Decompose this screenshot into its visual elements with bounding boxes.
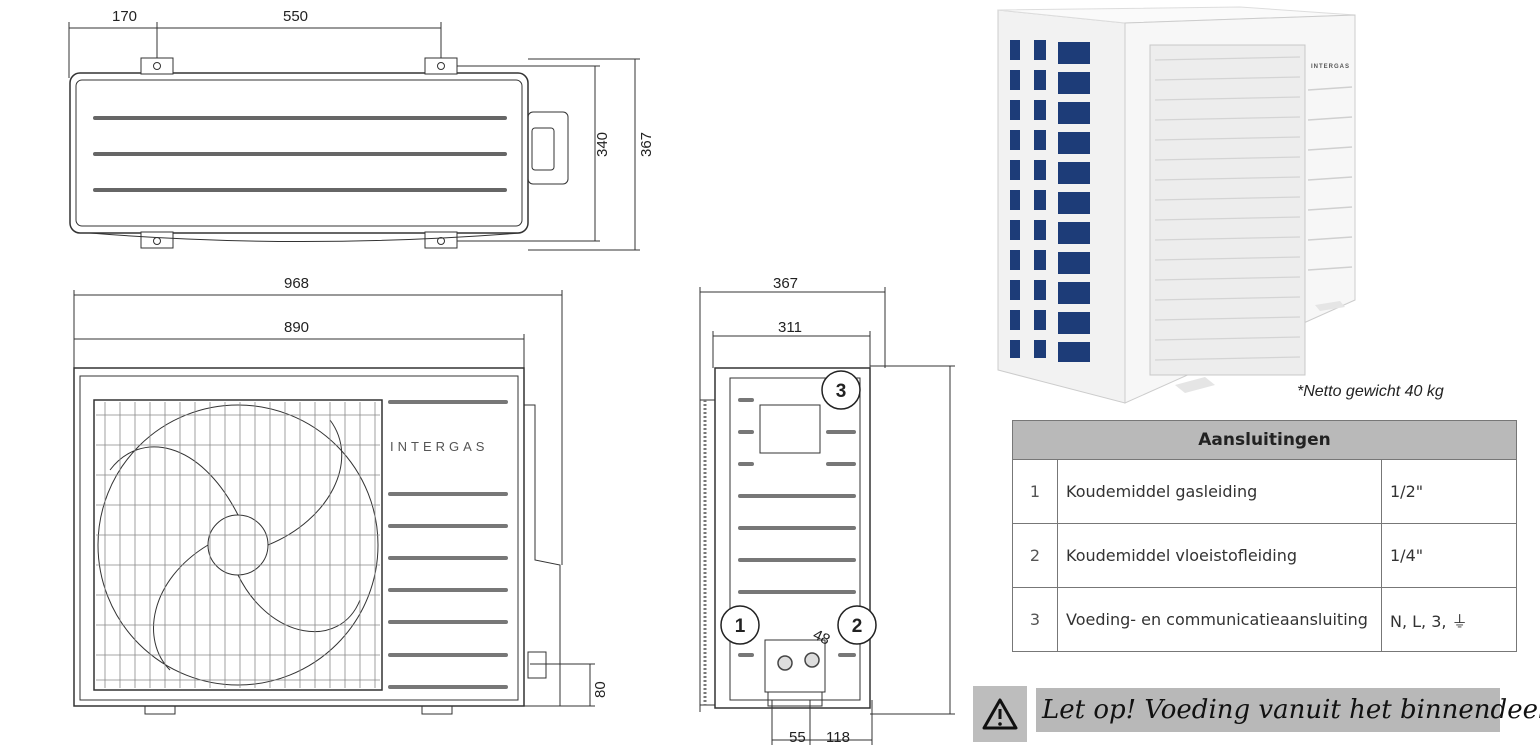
marker-3-circle bbox=[821, 370, 861, 410]
row-value: 1/2" bbox=[1381, 459, 1517, 524]
table-row: 2 Koudemiddel vloeistofleiding 1/4" bbox=[1012, 523, 1517, 588]
photo-brand-label: INTERGAS bbox=[1311, 64, 1350, 70]
dim-968: 968 bbox=[284, 275, 309, 292]
table-row: 1 Koudemiddel gasleiding 1/2" bbox=[1012, 459, 1517, 524]
connections-table: Aansluitingen 1 Koudemiddel gasleiding 1… bbox=[1012, 420, 1517, 652]
product-photo: INTERGAS bbox=[997, 6, 1356, 404]
row-description: Koudemiddel gasleiding bbox=[1057, 459, 1382, 524]
dim-890: 890 bbox=[284, 319, 309, 336]
dim-118: 118 bbox=[826, 729, 850, 746]
marker-2-circle bbox=[837, 605, 877, 645]
row-number: 1 bbox=[1012, 459, 1058, 524]
weight-note: *Netto gewicht 40 kg bbox=[1297, 383, 1444, 400]
dim-367-top: 367 bbox=[638, 132, 655, 157]
marker-1-circle bbox=[720, 605, 760, 645]
marker-3: 3 bbox=[836, 381, 847, 402]
row-number: 2 bbox=[1012, 523, 1058, 588]
row-value: N, L, 3, ⏚ bbox=[1381, 587, 1517, 652]
dim-55: 55 bbox=[789, 729, 806, 746]
front-brand-label: INTERGAS bbox=[390, 439, 488, 454]
row-description: Koudemiddel vloeistofleiding bbox=[1057, 523, 1382, 588]
warning-triangle-icon bbox=[982, 698, 1018, 730]
marker-2: 2 bbox=[852, 616, 863, 637]
dim-550: 550 bbox=[283, 8, 308, 25]
dim-340: 340 bbox=[594, 132, 611, 157]
marker-1: 1 bbox=[735, 616, 746, 637]
warning-text: Let op! Voeding vanuit het binnendeel bbox=[1036, 688, 1540, 732]
dim-48: 48 bbox=[810, 626, 832, 648]
row-number: 3 bbox=[1012, 587, 1058, 652]
dim-311: 311 bbox=[778, 319, 802, 336]
dim-80: 80 bbox=[592, 681, 609, 698]
warning-icon-box bbox=[973, 686, 1027, 742]
table-header: Aansluitingen bbox=[1012, 420, 1517, 460]
technical-drawing: 170 550 340 367 bbox=[68, 8, 955, 746]
row-description: Voeding- en communicatieaansluiting bbox=[1057, 587, 1382, 652]
dim-170: 170 bbox=[112, 8, 137, 25]
dim-367-side: 367 bbox=[773, 275, 798, 292]
table-row: 3 Voeding- en communicatieaansluiting N,… bbox=[1012, 587, 1517, 652]
row-value: 1/4" bbox=[1381, 523, 1517, 588]
table-header-row: Aansluitingen bbox=[1012, 420, 1517, 460]
